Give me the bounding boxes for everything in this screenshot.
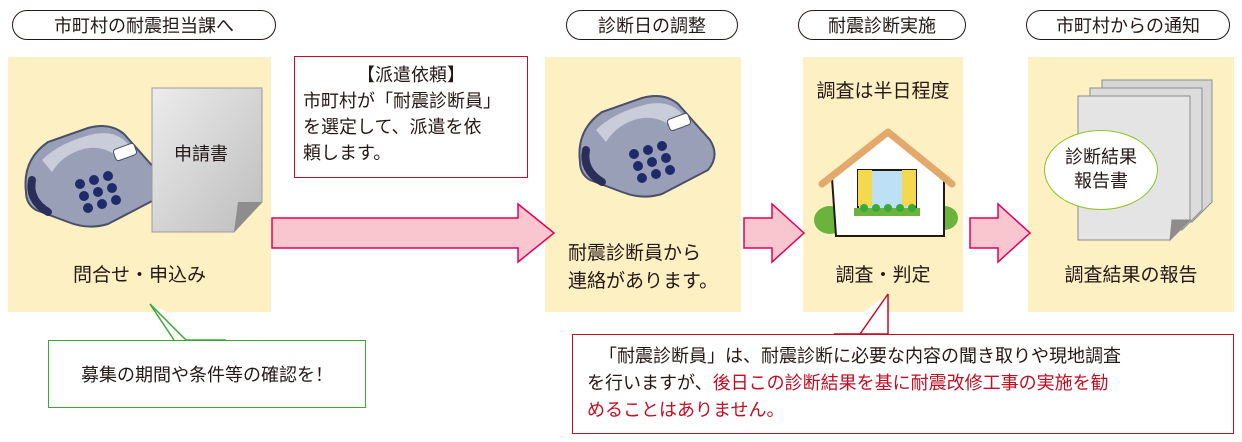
- dispatch-line2: を選定して、派遣を依: [303, 117, 482, 138]
- step4-header: 市町村からの通知: [1026, 10, 1230, 40]
- step2-header: 診断日の調整: [566, 10, 738, 40]
- flow-arrow-2: [743, 202, 806, 264]
- report-badge: 診断結果 報告書: [1044, 130, 1158, 210]
- step3-header: 耐震診断実施: [798, 10, 966, 40]
- red-callout-line2b: 後日この診断結果を基に耐震改修工事の実施を勧: [712, 373, 1109, 394]
- telephone-icon: [578, 95, 716, 198]
- house-icon: [814, 128, 958, 237]
- application-form-label: 申請書: [174, 144, 228, 165]
- flow-arrow-3: [969, 202, 1032, 264]
- step1-label: 問合せ・申込み: [72, 264, 206, 286]
- application-form-icon: [151, 87, 263, 233]
- red-callout: 「耐震診断員」は、耐震診断に必要な内容の聞き取りや現地調査 を行いますが、後日こ…: [572, 334, 1234, 434]
- telephone-icon: [24, 125, 162, 228]
- dispatch-request-box: 【派遣依頼】 市町村が「耐震診断員」 を選定して、派遣を依 頼します。: [294, 56, 528, 178]
- step3-top-label: 調査は半日程度: [816, 80, 950, 102]
- flow-arrow-1: [271, 202, 556, 264]
- step1-header: 市町村の耐震担当課へ: [12, 10, 276, 40]
- red-callout-line1: 「耐震診断員」は、耐震診断に必要な内容の聞き取りや現地調査: [599, 346, 1121, 367]
- dispatch-line1: 市町村が「耐震診断員」: [303, 91, 501, 112]
- report-badge-line1: 診断結果: [1065, 147, 1137, 168]
- red-callout-line3: めることはありません。: [587, 400, 785, 421]
- step2-label-line2: 連絡があります。: [568, 270, 719, 292]
- green-callout-text: 募集の期間や条件等の確認を！: [81, 365, 333, 386]
- step4-label: 調査結果の報告: [1064, 264, 1198, 286]
- step3-label: 調査・判定: [835, 264, 931, 286]
- red-callout-line2: を行いますが、後日この診断結果を基に耐震改修工事の実施を勧: [587, 370, 1219, 397]
- red-callout-line2a: を行いますが、: [587, 373, 713, 394]
- report-badge-line2: 報告書: [1074, 171, 1128, 192]
- dispatch-line3: 頼します。: [303, 143, 392, 164]
- step2-label-line1: 耐震診断員から: [568, 242, 702, 264]
- dispatch-title: 【派遣依頼】: [357, 65, 465, 86]
- green-callout: 募集の期間や条件等の確認を！: [48, 340, 366, 408]
